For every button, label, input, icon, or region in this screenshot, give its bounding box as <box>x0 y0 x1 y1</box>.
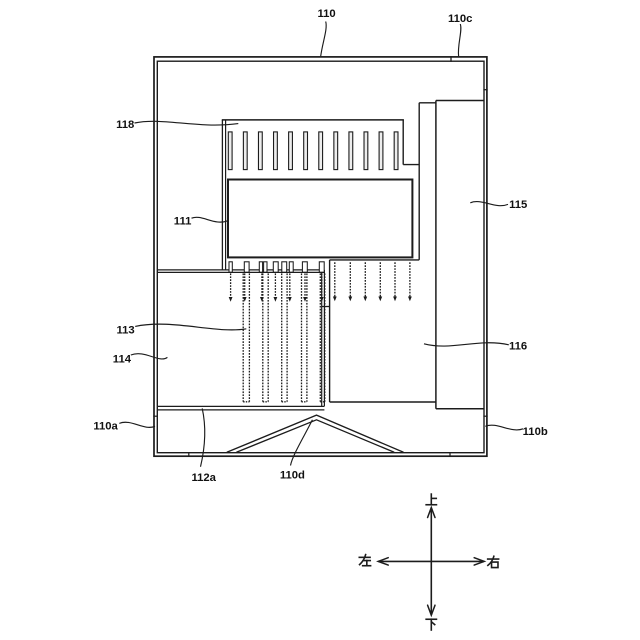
svg-text:111: 111 <box>174 215 192 227</box>
svg-text:116: 116 <box>509 340 527 352</box>
svg-text:110c: 110c <box>448 13 473 25</box>
svg-text:110d: 110d <box>280 470 305 482</box>
svg-text:118: 118 <box>116 119 134 131</box>
svg-text:115: 115 <box>509 199 527 211</box>
svg-text:113: 113 <box>116 325 134 337</box>
svg-text:110a: 110a <box>93 420 118 432</box>
svg-text:112a: 112a <box>191 472 216 484</box>
svg-text:114: 114 <box>113 353 132 365</box>
svg-text:110b: 110b <box>523 426 548 438</box>
svg-text:110: 110 <box>317 8 335 20</box>
